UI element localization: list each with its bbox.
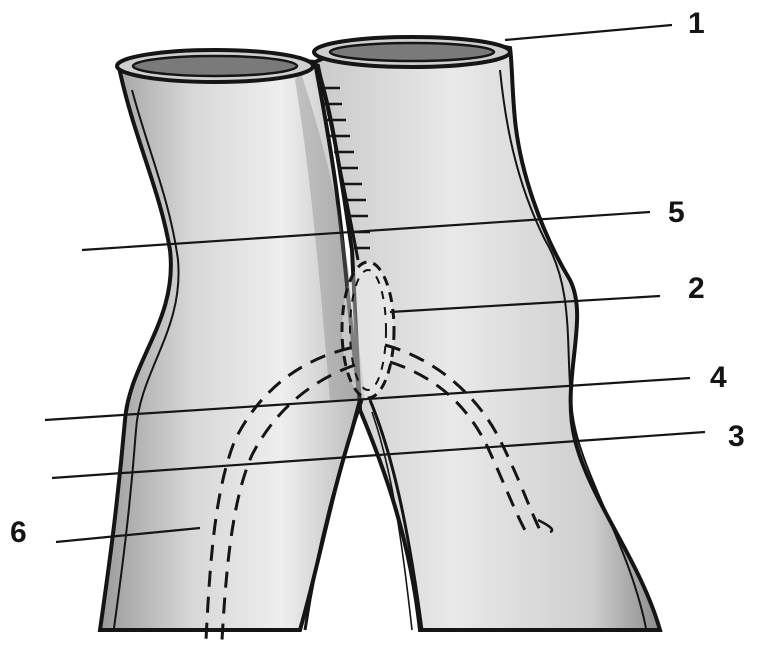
callout-6: 6 [10, 516, 27, 549]
callout-3: 3 [728, 420, 745, 453]
callout-5: 5 [668, 196, 685, 229]
callout-4: 4 [710, 361, 727, 394]
leader-line-1 [505, 25, 672, 40]
callout-1: 1 [688, 7, 705, 40]
callout-2: 2 [688, 272, 705, 305]
